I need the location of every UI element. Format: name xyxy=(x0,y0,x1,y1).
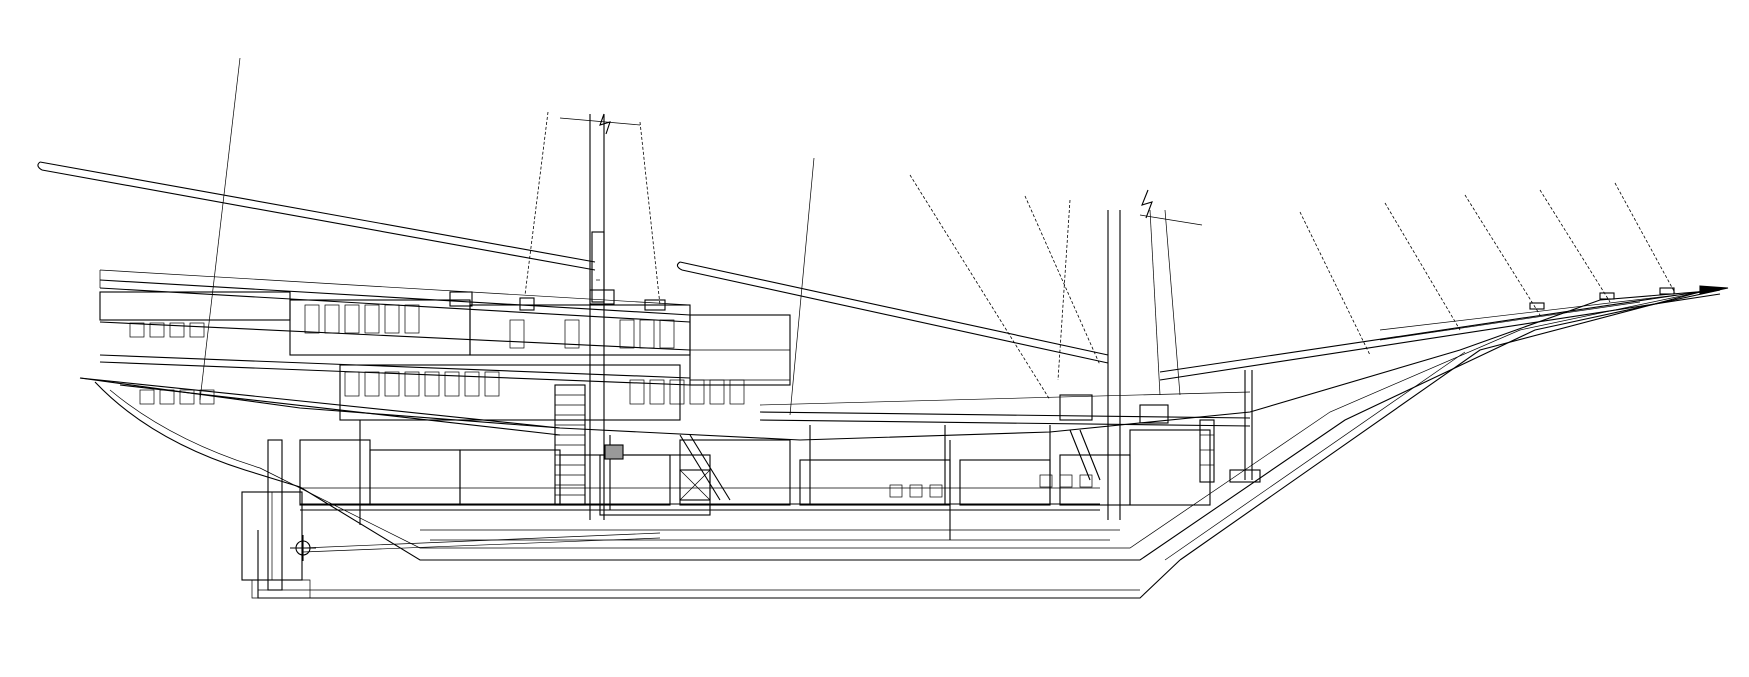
deck-fittings xyxy=(449,289,1261,483)
propeller xyxy=(290,532,661,561)
sun-deck xyxy=(99,269,691,323)
mizzen-boom xyxy=(676,261,1109,364)
bowsprit xyxy=(1159,285,1729,381)
upper-deck xyxy=(99,321,790,386)
lower-deck xyxy=(300,487,1100,511)
windows xyxy=(129,304,1093,498)
rigging-stays xyxy=(199,57,1676,416)
mizzen-mast xyxy=(1107,189,1203,520)
bilge xyxy=(420,529,1120,541)
cabins xyxy=(99,291,1211,540)
hull xyxy=(79,289,1721,599)
engine-room xyxy=(599,444,711,516)
stairs xyxy=(554,384,1215,506)
main-boom xyxy=(37,161,596,271)
main-deck xyxy=(79,377,1251,436)
